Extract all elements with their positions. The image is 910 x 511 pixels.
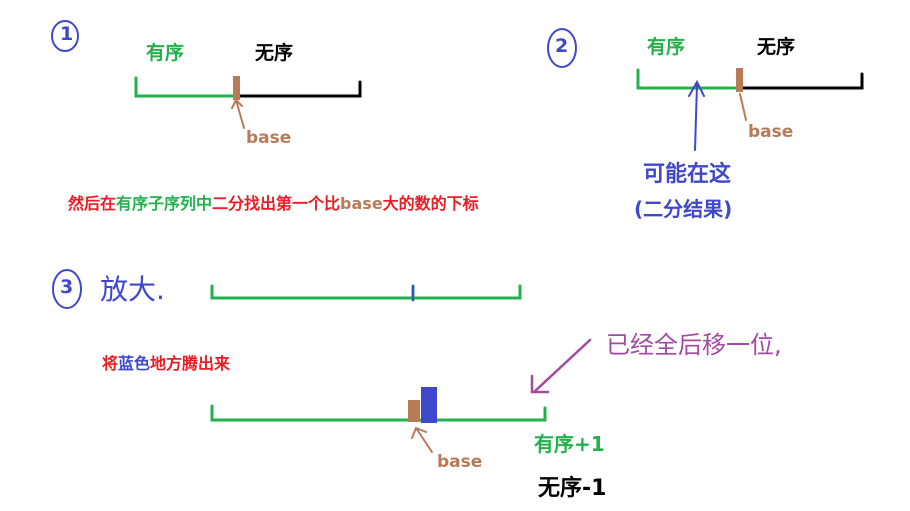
section1-unordered-label: 无序 [255, 42, 294, 64]
section3-circle [52, 269, 82, 309]
section3-bottom-bar [210, 404, 547, 422]
section1-ordered-bar [134, 76, 234, 98]
caption-part: 地方腾出来 [150, 354, 231, 373]
section3-base-mark [408, 400, 433, 453]
section2-base-label: base [748, 122, 794, 142]
section2-circle [547, 28, 577, 68]
section2-unordered-label: 无序 [757, 36, 796, 58]
section1-unordered-bar [238, 80, 362, 98]
section1-base-mark [231, 76, 245, 129]
caption-part: 大的数的下标 [382, 194, 479, 213]
caption-part: 蓝色 [118, 354, 151, 373]
section3-title: 放大. [100, 273, 165, 306]
caption-make-room: 将蓝色地方腾出来 [102, 350, 230, 374]
section2-ordered-label: 有序 [647, 36, 686, 58]
section3-top-bar [210, 284, 522, 302]
caption-part: 然后在 [68, 194, 117, 213]
section3-number: 3 [60, 276, 74, 298]
section2-base-mark [736, 68, 747, 121]
binary-result-label: (二分结果) [634, 197, 733, 221]
section2-number: 2 [555, 35, 569, 57]
section2-ordered-bar [636, 68, 737, 90]
section1-ordered-label: 有序 [146, 42, 185, 64]
caption-part: base [340, 194, 383, 213]
section1-number: 1 [60, 23, 74, 45]
caption-part: 二分找出第一个比 [212, 194, 341, 213]
shifted-arrow [530, 338, 592, 394]
unordered-minus-label: 无序-1 [538, 476, 607, 501]
section1-circle [51, 20, 79, 52]
caption-part: 将 [102, 354, 119, 373]
section2-unordered-bar [740, 72, 864, 90]
caption-part: 有序子序列中 [116, 194, 213, 213]
caption-binary-search: 然后在有序子序列中二分找出第一个比base大的数的下标 [68, 190, 479, 214]
section3-base-label: base [437, 452, 483, 472]
ordered-plus-label: 有序+1 [534, 432, 605, 456]
maybe-here-label: 可能在这 [643, 162, 732, 187]
section1-base-label: base [246, 128, 292, 148]
shifted-label: 已经全后移一位, [606, 331, 782, 359]
section2-arrow [688, 79, 705, 151]
section3-blue-slot [421, 387, 437, 423]
